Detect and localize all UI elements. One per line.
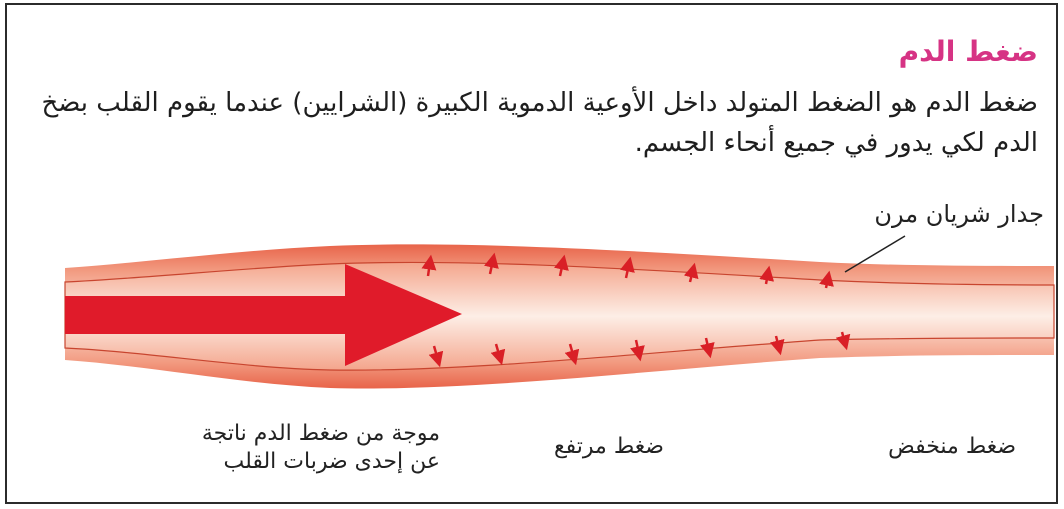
- label-artery-wall: جدار شريان مرن: [874, 200, 1044, 228]
- label-low-pressure: ضغط منخفض: [888, 433, 1016, 461]
- label-high-pressure: ضغط مرتفع: [554, 433, 664, 461]
- label-wave-line1: موجة من ضغط الدم ناتجة: [202, 420, 440, 448]
- label-wave-line2: عن إحدى ضربات القلب: [223, 448, 440, 476]
